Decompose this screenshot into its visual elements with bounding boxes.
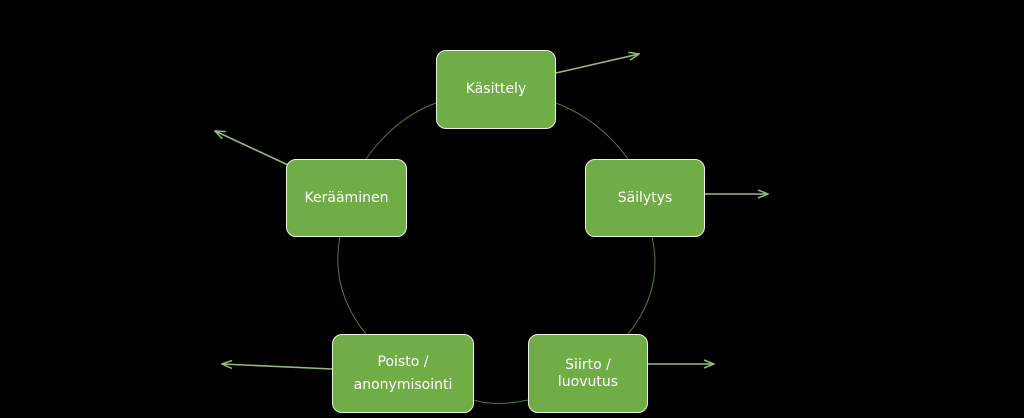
- node-poisto: Poisto / anonymisointi: [332, 334, 474, 413]
- ring-arc-kasittely-sailytys: [555, 102, 629, 160]
- ring-arc-poisto-keraaminen: [337, 236, 367, 335]
- outward-arrows: [215, 54, 768, 370]
- node-kasittely: Käsittely: [436, 50, 556, 129]
- node-siirto-label-line1: Siirto /: [565, 357, 611, 374]
- ring-arc-sailytys-siirto: [627, 236, 656, 335]
- arrow-poisto: [222, 364, 333, 370]
- node-poisto-label-line2: anonymisointi: [353, 376, 453, 393]
- node-siirto: Siirto / luovutus: [528, 334, 648, 413]
- cycle-ring: [337, 102, 656, 404]
- node-keraaminen: Kerääminen: [286, 159, 407, 237]
- node-keraaminen-label: Kerääminen: [304, 189, 389, 206]
- node-poisto-label-line1: Poisto /: [377, 353, 429, 370]
- node-kasittely-label: Käsittely: [465, 81, 527, 98]
- node-sailytys-label: Säilytys: [617, 189, 673, 206]
- ring-arc-siirto-poisto: [473, 399, 529, 404]
- arrow-kasittely: [555, 54, 639, 74]
- ring-arc-keraaminen-kasittely: [365, 102, 437, 160]
- node-sailytys: Säilytys: [585, 159, 705, 237]
- node-siirto-label-line2: luovutus: [557, 373, 619, 390]
